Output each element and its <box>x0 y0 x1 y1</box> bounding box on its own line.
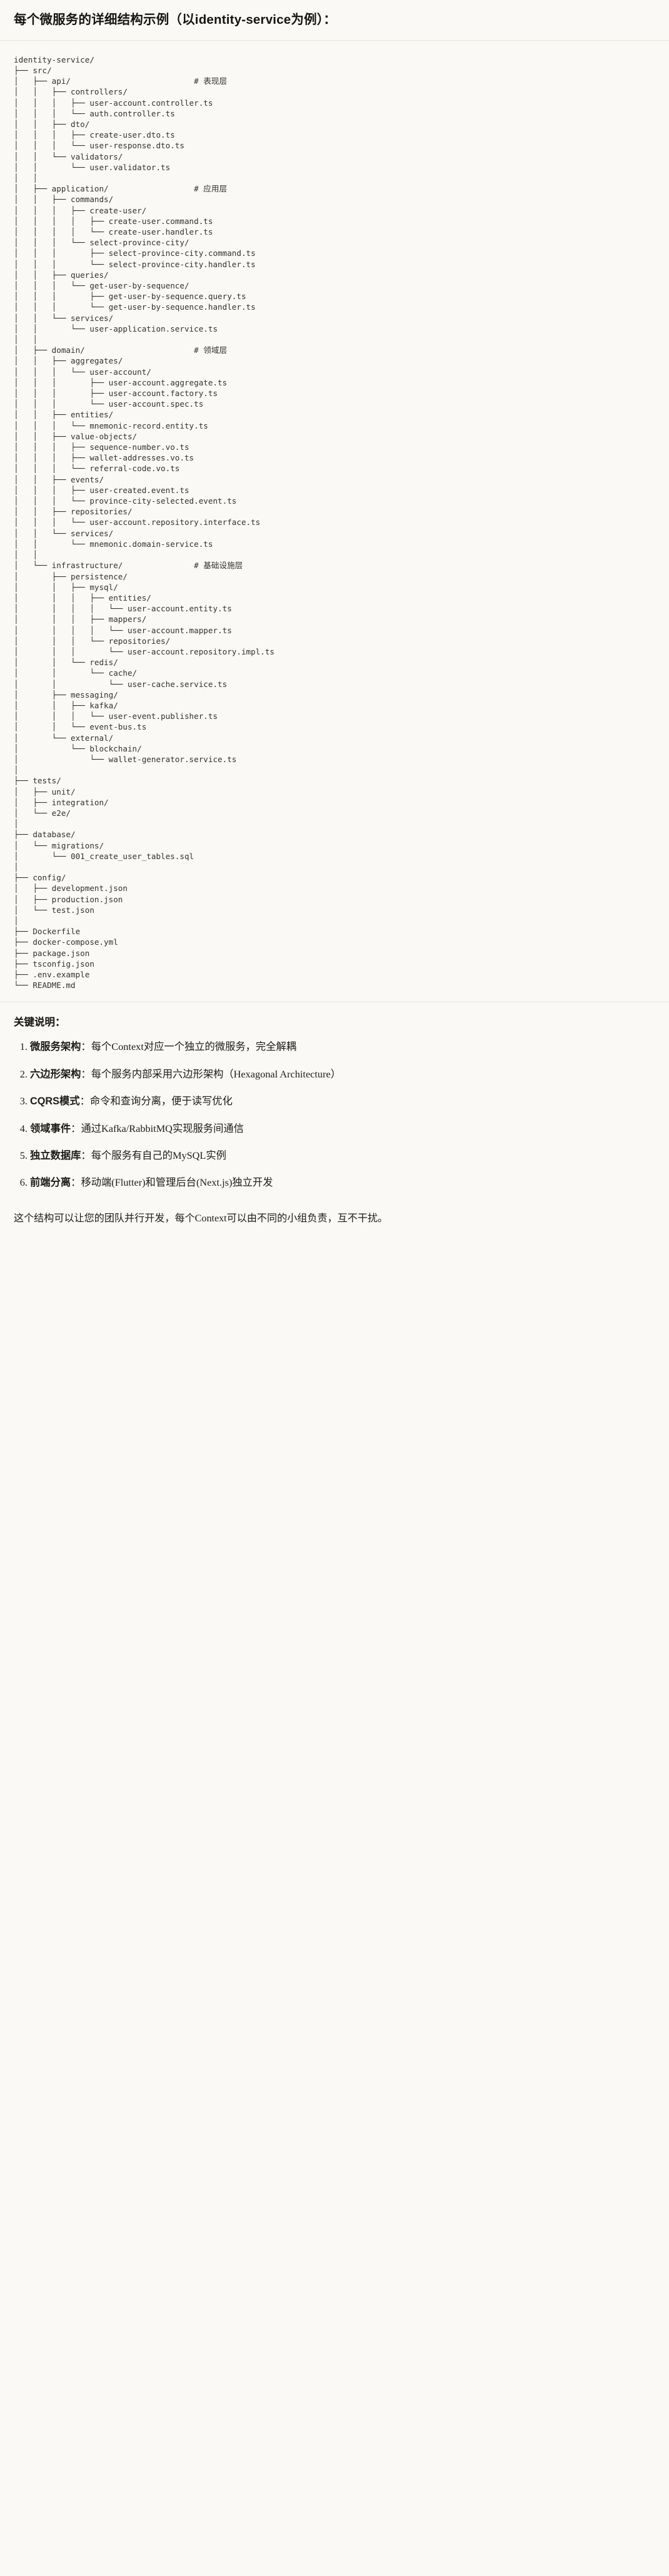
list-item: 领域事件：通过Kafka/RabbitMQ实现服务间通信 <box>30 1121 655 1137</box>
key-description: 每个服务内部采用六边形架构（Hexagonal Architecture） <box>91 1067 341 1080</box>
page-title: 每个微服务的详细结构示例（以identity-service为例）： <box>14 13 336 27</box>
key-description: 命令和查询分离，便于读写优化 <box>89 1095 233 1107</box>
list-item: CQRS模式：命令和查询分离，便于读写优化 <box>30 1093 655 1109</box>
key-separator: ： <box>71 1122 81 1134</box>
key-separator: ： <box>79 1095 90 1107</box>
key-description: 每个服务有自己的MySQL实例 <box>91 1149 226 1161</box>
list-item: 前端分离：移动端(Flutter)和管理后台(Next.js)独立开发 <box>30 1174 655 1191</box>
key-description: 每个Context对应一个独立的微服务，完全解耦 <box>91 1041 297 1053</box>
key-term: CQRS模式 <box>30 1096 80 1107</box>
key-separator: ： <box>81 1149 91 1161</box>
key-term: 前端分离 <box>30 1177 71 1189</box>
key-term: 微服务架构 <box>30 1041 81 1053</box>
key-description: 移动端(Flutter)和管理后台(Next.js)独立开发 <box>81 1176 273 1189</box>
list-item: 微服务架构：每个Context对应一个独立的微服务，完全解耦 <box>30 1039 655 1055</box>
key-separator: ： <box>71 1176 81 1189</box>
key-description: 通过Kafka/RabbitMQ实现服务间通信 <box>81 1122 244 1134</box>
title-divider <box>0 39 669 41</box>
list-item: 六边形架构：每个服务内部采用六边形架构（Hexagonal Architectu… <box>30 1066 655 1082</box>
key-term: 独立数据库 <box>30 1149 81 1161</box>
key-notes-title: 关键说明： <box>14 1017 66 1029</box>
key-separator: ： <box>81 1067 91 1080</box>
key-notes-list: 微服务架构：每个Context对应一个独立的微服务，完全解耦 六边形架构：每个服… <box>14 1039 655 1191</box>
key-separator: ： <box>81 1041 91 1053</box>
key-term: 六边形架构 <box>30 1068 81 1080</box>
key-notes-section: 关键说明： 微服务架构：每个Context对应一个独立的微服务，完全解耦 六边形… <box>0 1002 669 1208</box>
directory-tree-container: identity-service/ ├── src/ │ ├── api/ # … <box>0 41 669 1002</box>
document-page: 每个微服务的详细结构示例（以identity-service为例）： ident… <box>0 0 669 1243</box>
key-term: 领域事件 <box>30 1123 71 1134</box>
list-item: 独立数据库：每个服务有自己的MySQL实例 <box>30 1148 655 1164</box>
directory-tree: identity-service/ ├── src/ │ ├── api/ # … <box>14 54 275 990</box>
closing-paragraph: 这个结构可以让您的团队并行开发，每个Context可以由不同的小组负责，互不干扰… <box>14 1213 388 1224</box>
